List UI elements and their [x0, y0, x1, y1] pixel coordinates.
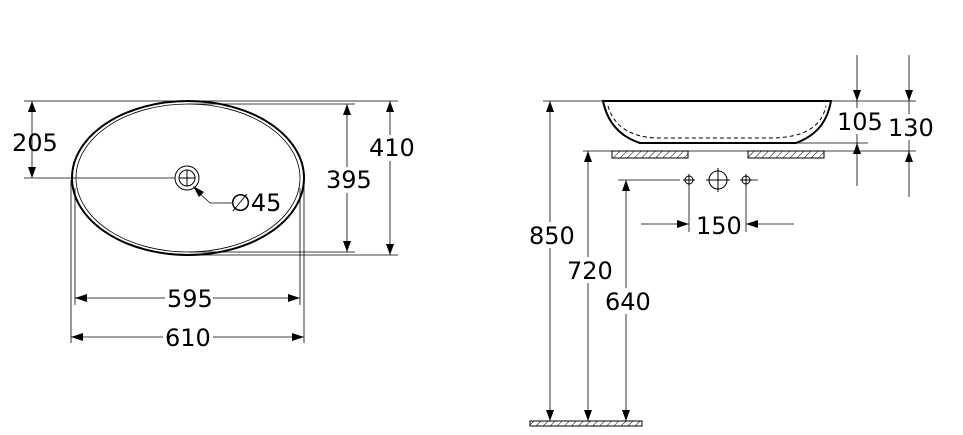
dim-bowl-height-label: 105: [837, 108, 883, 136]
dim-outlet-height-label: 640: [605, 288, 651, 316]
dim-counter-height-label: 720: [567, 257, 613, 285]
top-view: 205 395 410 ∅45 595: [12, 100, 415, 352]
countertop-right: [747, 150, 825, 159]
drain-icon: [174, 165, 200, 191]
floor: [529, 420, 643, 427]
connection-left-icon: [683, 174, 695, 186]
basin-inner-profile: [607, 105, 827, 139]
dim-drain-diameter-label: ∅45: [230, 189, 281, 217]
basin-side-profile: [601, 100, 833, 144]
connection-right-icon: [740, 174, 752, 186]
dim-inner-width-label: 595: [167, 285, 213, 313]
side-view: 150 105 130 850 720 640: [528, 55, 934, 427]
dim-connection-spacing-label: 150: [696, 212, 742, 240]
countertop-left: [611, 150, 689, 159]
dim-rim-height-label: 850: [529, 222, 575, 250]
dim-outer-width-label: 610: [165, 324, 211, 352]
dim-inner-depth-label: 395: [326, 166, 372, 194]
outlet-icon: [706, 168, 730, 192]
dim-outer-depth-label: 410: [369, 134, 415, 162]
dim-hole-offset-label: 205: [12, 129, 58, 157]
dim-total-height-label: 130: [888, 114, 934, 142]
